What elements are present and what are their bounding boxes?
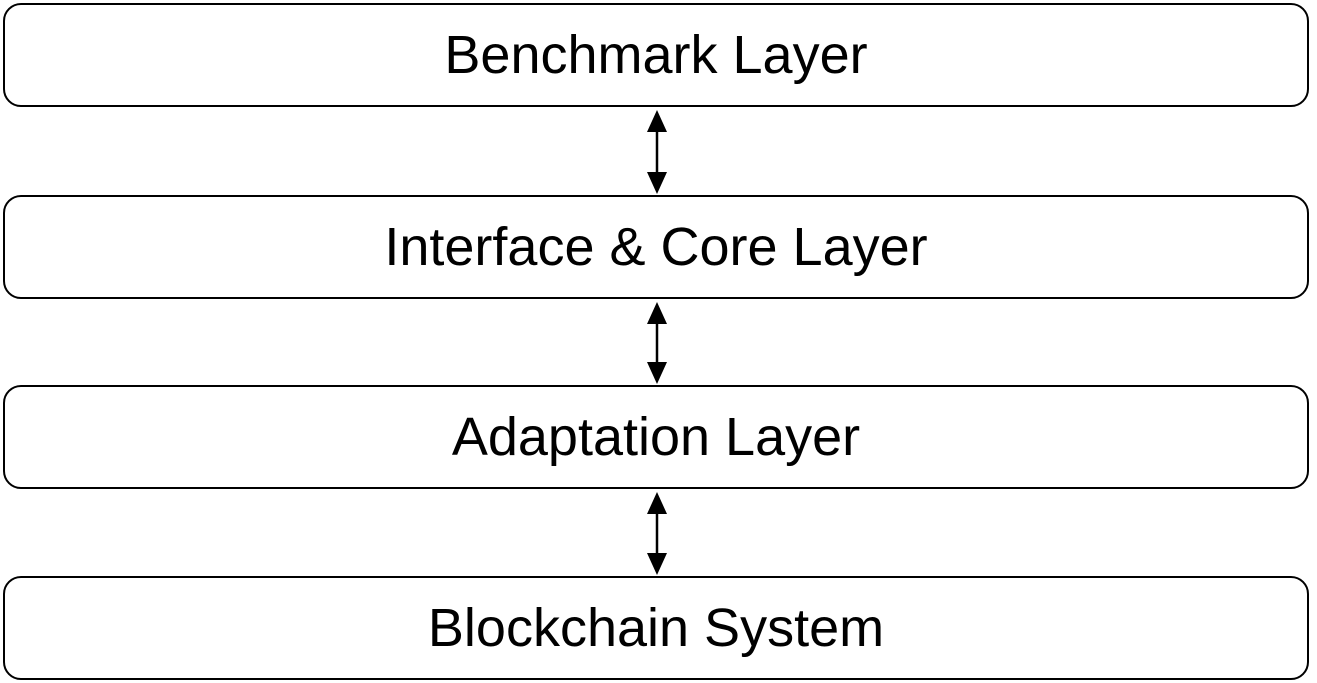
interface-core-layer-box: Interface & Core Layer	[3, 195, 1309, 299]
adaptation-layer-label: Adaptation Layer	[451, 407, 861, 467]
benchmark-layer-label: Benchmark Layer	[444, 25, 868, 85]
bidirectional-arrow-1	[647, 110, 667, 194]
adaptation-layer-box: Adaptation Layer	[3, 385, 1309, 489]
interface-core-layer-label: Interface & Core Layer	[384, 217, 928, 277]
blockchain-system-label: Blockchain System	[427, 598, 885, 658]
benchmark-layer-box: Benchmark Layer	[3, 3, 1309, 107]
bidirectional-arrow-2	[647, 302, 667, 384]
bidirectional-arrow-3	[647, 492, 667, 575]
blockchain-system-box: Blockchain System	[3, 576, 1309, 680]
